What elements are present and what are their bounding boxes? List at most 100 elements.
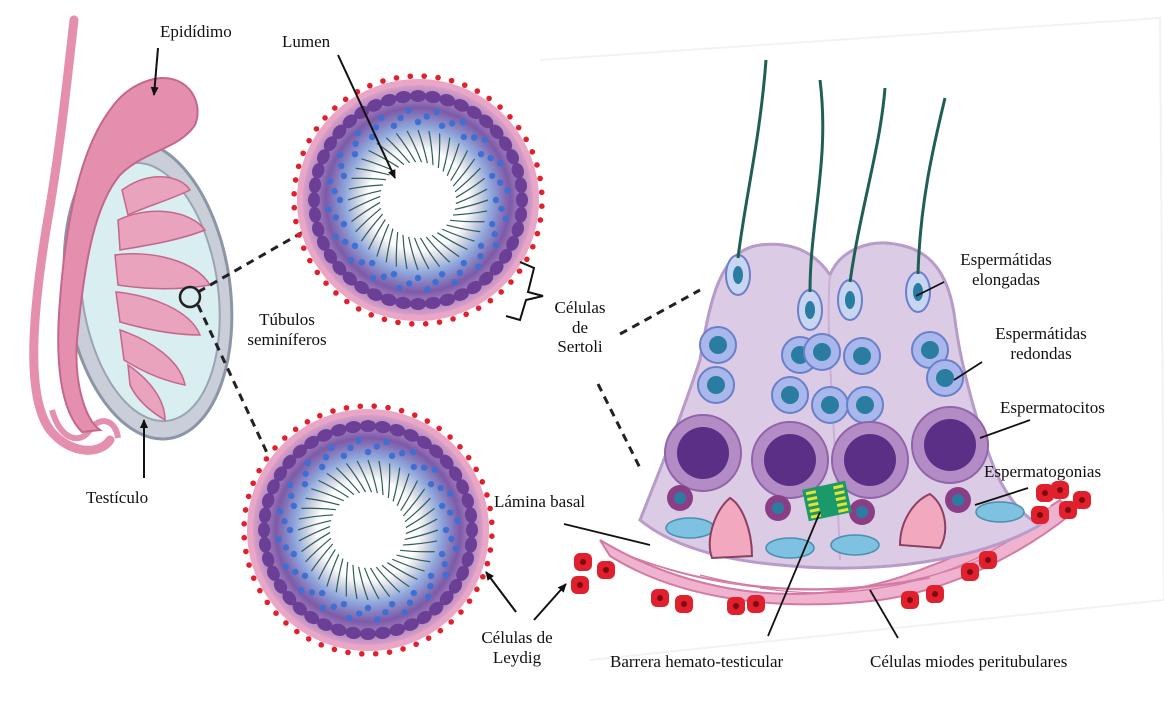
spermatid xyxy=(391,123,397,129)
leydig-dot xyxy=(488,298,494,304)
leydig-dot xyxy=(539,203,545,209)
label-leydig-line1: Células de xyxy=(462,628,572,648)
spermatid xyxy=(471,134,477,140)
spermatid-nucleus xyxy=(853,347,871,365)
spermatid xyxy=(298,587,304,593)
spermatid xyxy=(428,481,434,487)
leydig-dot xyxy=(467,598,473,604)
label-lumen: Lumen xyxy=(282,32,330,52)
leydig-nucleus xyxy=(932,591,938,597)
leydig-dot xyxy=(447,434,453,440)
leydig-dot xyxy=(412,412,418,418)
leydig-dot xyxy=(257,588,263,594)
leydig-dot xyxy=(294,629,300,635)
testis-illustration xyxy=(34,20,250,450)
spermatid xyxy=(461,260,467,266)
seminiferous-tubule-top xyxy=(291,73,544,326)
leydig-dot xyxy=(448,619,454,625)
leydig-dot xyxy=(368,312,374,318)
spermatid xyxy=(337,152,343,158)
spermatid xyxy=(292,569,298,575)
spermatid xyxy=(443,527,449,533)
leydig-dot xyxy=(475,88,481,94)
spermatid xyxy=(477,253,483,259)
spermatid xyxy=(325,206,331,212)
leydig-dot xyxy=(246,494,252,500)
spermatid xyxy=(411,590,417,596)
spermatid xyxy=(447,509,453,515)
leydig-nucleus xyxy=(967,569,973,575)
spermatid xyxy=(341,601,347,607)
spermatid xyxy=(401,609,407,615)
leydig-dot xyxy=(264,456,270,462)
leydig-dot xyxy=(250,480,256,486)
leydig-dot xyxy=(508,279,514,285)
spermatid xyxy=(347,445,353,451)
leydig-dot xyxy=(438,628,444,634)
leydig-dot xyxy=(293,427,299,433)
spermatid xyxy=(333,214,339,220)
leydig-dot xyxy=(476,305,482,311)
leydig-dot xyxy=(487,506,493,512)
spermatid xyxy=(327,178,333,184)
spermatid xyxy=(482,137,488,143)
spermatid xyxy=(443,572,449,578)
spermatid xyxy=(309,589,315,595)
leydig-dot xyxy=(246,562,252,568)
leydig-dot xyxy=(293,177,299,183)
spermatid xyxy=(492,231,498,237)
leydig-dot xyxy=(371,403,377,409)
leydig-dot xyxy=(317,413,323,419)
spermatid xyxy=(449,120,455,126)
leydig-nucleus xyxy=(1042,490,1048,496)
spermatid xyxy=(497,160,503,166)
leydig-dot xyxy=(486,96,492,102)
label-tubulos-line1: Túbulos xyxy=(232,310,342,330)
leydig-dot xyxy=(345,650,351,656)
leydig-nucleus xyxy=(1037,512,1043,518)
spermatid-nucleus xyxy=(856,396,874,414)
spermatid xyxy=(302,471,308,477)
spermatid xyxy=(382,609,388,615)
leydig-dot xyxy=(273,610,279,616)
leydig-dot xyxy=(524,257,530,263)
leydig-dot xyxy=(333,290,339,296)
spermatogonium xyxy=(410,90,426,102)
leydig-dot xyxy=(380,78,386,84)
leydig-arrow-1 xyxy=(486,572,516,612)
spermatid xyxy=(342,239,348,245)
spermatid xyxy=(489,221,495,227)
spermatid-nucleus xyxy=(936,369,954,387)
spermatid xyxy=(275,536,281,542)
leydig-dot xyxy=(485,561,491,567)
leydig-dot xyxy=(497,104,503,110)
leydig-nucleus xyxy=(603,567,609,573)
spermatid xyxy=(283,563,289,569)
label-epididimo: Epidídimo xyxy=(160,22,232,42)
leydig-dot xyxy=(291,191,297,197)
label-elongadas-line1: Espermátidas xyxy=(946,250,1066,270)
leydig-dot xyxy=(243,549,249,555)
leydig-nucleus xyxy=(1079,497,1085,503)
spermatid xyxy=(399,450,405,456)
spermatid xyxy=(478,151,484,157)
leydig-dot xyxy=(394,75,400,81)
leydig-dot xyxy=(385,405,391,411)
spermatid xyxy=(503,216,509,222)
dashed-connector-detail-top xyxy=(620,290,700,334)
leydig-dot xyxy=(387,649,393,655)
spermatid xyxy=(288,493,294,499)
leydig-dot xyxy=(488,547,494,553)
label-testiculo: Testículo xyxy=(86,488,148,508)
dashed-connector-detail-bottom xyxy=(598,384,640,468)
basal-spermatogonium xyxy=(976,502,1024,522)
leydig-dot xyxy=(435,75,441,81)
spermatid xyxy=(434,109,440,115)
leydig-dot xyxy=(272,445,278,451)
spermatid xyxy=(439,123,445,129)
leydig-nucleus xyxy=(733,603,739,609)
spermatid xyxy=(497,179,503,185)
spermatid xyxy=(341,221,347,227)
leydig-dot xyxy=(450,316,456,322)
leydig-dot xyxy=(425,418,431,424)
